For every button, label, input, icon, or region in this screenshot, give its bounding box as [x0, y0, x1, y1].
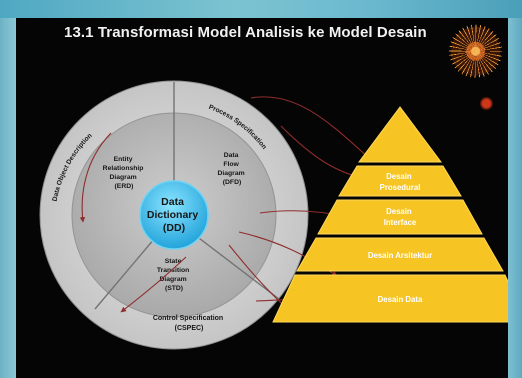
- pyramid-level-interface: [317, 199, 483, 235]
- dfd-label-line: (DFD): [223, 179, 242, 186]
- erd-label: Entity Relationship Diagram (ERD): [103, 156, 146, 190]
- data-dictionary-line: Data: [161, 196, 184, 208]
- analysis-model-circle: Data Dictionary (DD) Entity Relationship…: [39, 80, 309, 350]
- pyramid-level-prosedural: [338, 165, 462, 197]
- control-specification-label: Control Specification (CSPEC): [153, 315, 225, 332]
- desain-arsitektur-line: Desain Arsitektur: [368, 251, 432, 260]
- control-specification-line: (CSPEC): [175, 325, 204, 332]
- desain-interface-line: Desain: [386, 207, 412, 216]
- arrow-path: [250, 96, 370, 159]
- dfd-label-line: Flow: [223, 161, 239, 168]
- erd-label-line: (ERD): [115, 183, 134, 190]
- section-divider-right: [190, 231, 280, 300]
- pyramid-level-arsitektur: [296, 237, 504, 272]
- desain-interface-line: Interface: [384, 218, 417, 227]
- firework-decoration: [436, 18, 508, 113]
- std-label-line: Diagram: [159, 276, 186, 283]
- analysis-design-diagram: Data Dictionary (DD) Entity Relationship…: [39, 80, 508, 350]
- erd-label-line: Relationship: [103, 165, 144, 172]
- arrow-path: [79, 132, 112, 223]
- section-divider-left: [94, 231, 161, 310]
- erd-label-line: Diagram: [109, 174, 136, 181]
- dfd-label-line: Data: [224, 152, 239, 159]
- data-dictionary-line: Dictionary: [147, 209, 199, 221]
- control-specification-line: Control Specification: [153, 315, 223, 322]
- desain-prosedural-line: Desain: [386, 172, 412, 181]
- std-label-line: (STD): [165, 285, 183, 292]
- desain-data-line: Desain Data: [378, 295, 423, 304]
- dfd-label-line: Diagram: [217, 170, 244, 177]
- desain-interface-label: Desain Interface: [384, 207, 417, 227]
- pyramid-level-data: [272, 274, 508, 323]
- desain-arsitektur-label: Desain Arsitektur: [368, 251, 432, 260]
- pyramid-level-top: [358, 106, 442, 163]
- data-dictionary-disk: [139, 180, 209, 250]
- erd-label-line: Entity: [114, 156, 133, 163]
- desain-prosedural-line: Prosedural: [380, 183, 421, 192]
- std-label-line: State: [165, 258, 182, 265]
- right-border: [508, 18, 522, 378]
- design-pyramid: Desain Prosedural Desain Interface Desai…: [272, 106, 508, 323]
- data-dictionary-label: Data Dictionary (DD): [147, 196, 201, 234]
- std-label-line: Transition: [157, 267, 189, 274]
- arrow-path: [120, 256, 187, 313]
- desain-data-label: Desain Data: [378, 295, 423, 304]
- slide: 13.1 Transformasi Model Analisis ke Mode…: [16, 18, 508, 378]
- dfd-label: Data Flow Diagram (DFD): [217, 152, 246, 186]
- slide-title: 13.1 Transformasi Model Analisis ke Mode…: [64, 24, 427, 41]
- desain-prosedural-label: Desain Prosedural: [380, 172, 421, 192]
- data-dictionary-line: (DD): [163, 222, 185, 234]
- top-border: [0, 0, 522, 18]
- std-label: State Transition Diagram (STD): [157, 258, 191, 292]
- left-border: [0, 18, 16, 378]
